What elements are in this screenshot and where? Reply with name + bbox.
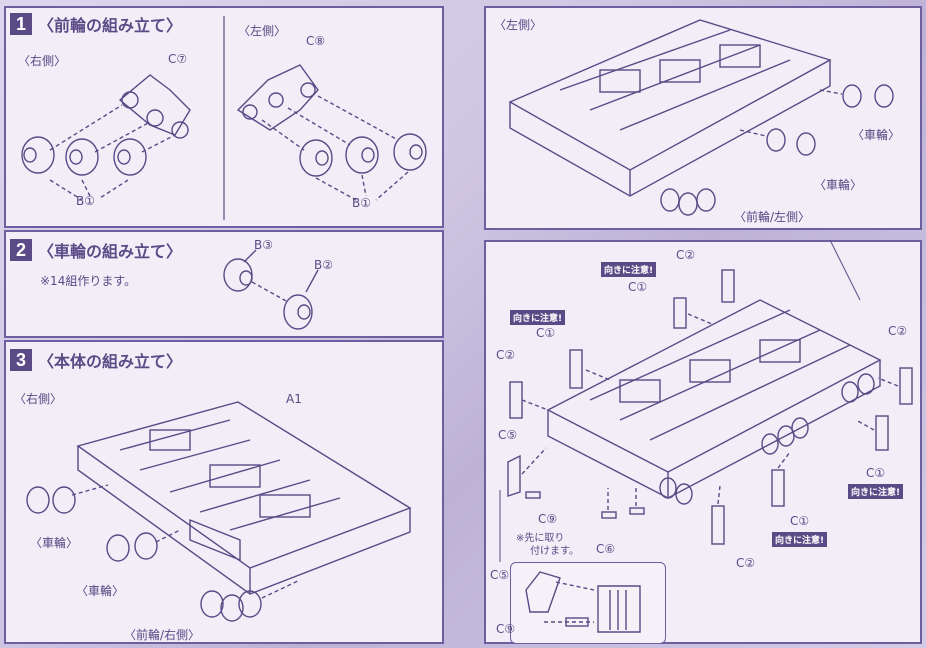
rb-c2-bottom: C②	[736, 556, 756, 570]
step1-header: 1 〈前輪の組み立て〉	[10, 12, 182, 36]
part-c1-top	[673, 297, 687, 329]
step1-left-bracket	[236, 64, 319, 131]
step2-panel	[4, 230, 444, 338]
part-c5-shape	[507, 454, 521, 497]
part-c1-right	[875, 415, 889, 451]
step2-note: ※14組作ります。	[40, 274, 137, 288]
rb-c1-bottom: C①	[790, 514, 810, 528]
step3-right-label: 〈右側〉	[14, 392, 63, 406]
part-c6-a	[601, 511, 617, 519]
rb-note-line2: 付けます。	[530, 546, 579, 557]
rb-c6: C⑥	[596, 542, 616, 556]
inset-detail	[525, 571, 641, 633]
step3-chassis	[76, 401, 412, 595]
step1-part-c8: C⑧	[306, 34, 326, 48]
right-top-left-label: 〈左側〉	[494, 18, 543, 32]
part-c2-top	[721, 269, 735, 303]
step1-right-arrows	[49, 104, 176, 201]
step2-part-b2: B②	[314, 258, 333, 272]
rb-c2-left: C②	[496, 348, 516, 362]
rb-note-line1: ※先に取り	[516, 533, 565, 544]
step3-part-a1: A1	[286, 392, 302, 406]
rb-c1-left: C①	[536, 326, 556, 340]
inset-c5: C⑤	[490, 568, 510, 582]
step1-left-wheels	[299, 133, 427, 177]
step3-title: 〈本体の組み立て〉	[38, 352, 183, 371]
step2-header: 2 〈車輪の組み立て〉	[10, 238, 182, 262]
rb-c1-top: C①	[628, 280, 648, 294]
right-top-panel	[484, 6, 922, 230]
step3-header: 3 〈本体の組み立て〉	[10, 348, 182, 372]
step2-title: 〈車輪の組み立て〉	[38, 242, 183, 261]
right-top-wheel-label-a: 〈車輪〉	[852, 128, 901, 142]
step1-title: 〈前輪の組み立て〉	[38, 16, 183, 35]
rb-c2-right: C②	[888, 324, 908, 338]
step2-part-b3: B③	[254, 238, 273, 252]
step3-front-right-label: 〈前輪/右側〉	[124, 628, 201, 642]
step1-right-bracket	[118, 74, 191, 139]
part-c1-bottom	[771, 469, 785, 507]
step3-wheels	[26, 484, 301, 622]
part-c1-left	[569, 349, 583, 389]
step1-number: 1	[10, 13, 32, 35]
step3-panel	[4, 340, 444, 644]
step1-left-arrows	[261, 95, 409, 201]
rb-warn-bottom: 向きに注意!	[772, 532, 828, 547]
step1-right-wheels	[21, 136, 147, 176]
right-top-wheel-label-b: 〈車輪〉	[814, 178, 863, 192]
step1-part-b1-left: B①	[352, 196, 371, 210]
step2-number: 2	[10, 239, 32, 261]
part-c2-bottom	[711, 505, 725, 545]
step3-number: 3	[10, 349, 32, 371]
right-bottom-chassis	[499, 269, 913, 562]
step3-wheel-label-a: 〈車輪〉	[30, 536, 79, 550]
rb-c1-right: C①	[866, 466, 886, 480]
rb-c9: C⑨	[538, 512, 558, 526]
step2-parts	[223, 249, 319, 330]
rb-warn-right: 向きに注意!	[848, 484, 904, 499]
right-top-chassis	[508, 19, 894, 216]
part-c2-left	[509, 381, 523, 419]
step3-wheel-label-b: 〈車輪〉	[76, 584, 125, 598]
rb-warn-top: 向きに注意!	[601, 262, 657, 277]
step1-left-label: 〈左側〉	[238, 24, 287, 38]
part-c6-b	[629, 507, 645, 515]
inset-c9: C⑨	[496, 622, 516, 636]
step1-part-b1-right: B①	[76, 194, 95, 208]
step1-right-label: 〈右側〉	[18, 54, 67, 68]
rb-warn-left: 向きに注意!	[510, 310, 566, 325]
rb-c5: C⑤	[498, 428, 518, 442]
part-c9-shape	[525, 491, 541, 499]
step1-part-c7: C⑦	[168, 52, 188, 66]
rb-c2-top: C②	[676, 248, 696, 262]
callout-line	[829, 239, 861, 301]
part-c2-right	[899, 367, 913, 405]
right-top-front-left-label: 〈前輪/左側〉	[734, 210, 811, 224]
